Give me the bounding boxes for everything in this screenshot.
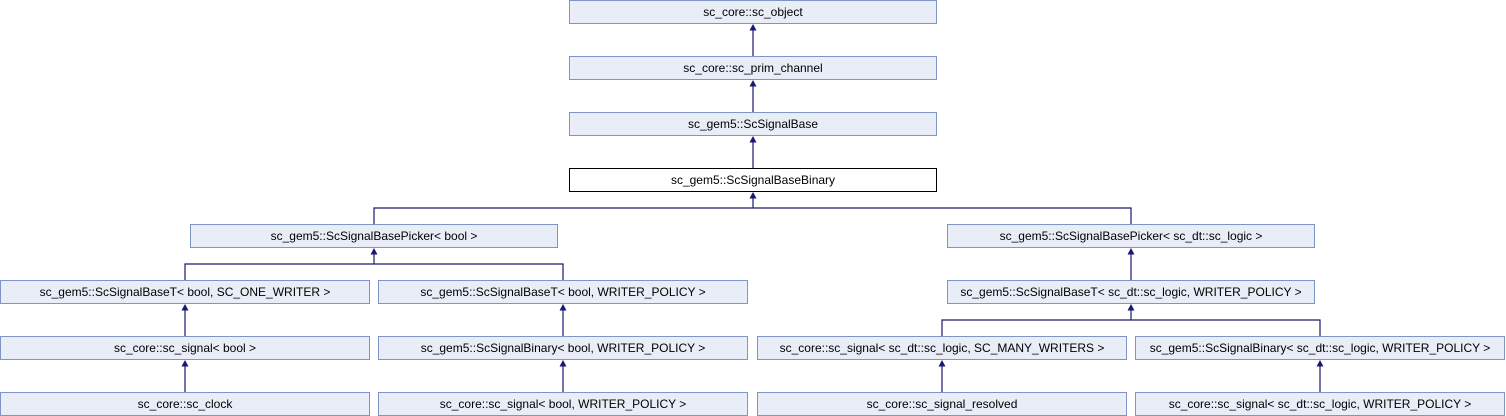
edge-fork-baset-bool-to-picker-bool [184, 253, 564, 280]
edge-arrowheads [181, 24, 1324, 367]
node-sc-gem5-scsignalbaset-bool-sc-one-writer[interactable]: sc_gem5::ScSignalBaseT< bool, SC_ONE_WRI… [0, 280, 370, 304]
node-sc-core-sc-signal-sc-logic-writer-policy[interactable]: sc_core::sc_signal< sc_dt::sc_logic, WRI… [1135, 392, 1505, 416]
node-sc-gem5-scsignalbasepicker-sc-logic[interactable]: sc_gem5::ScSignalBasePicker< sc_dt::sc_l… [947, 224, 1315, 248]
node-sc-core-sc-prim-channel[interactable]: sc_core::sc_prim_channel [569, 56, 937, 80]
edge-fork-children-to-baset-logic-wp [941, 309, 1321, 336]
node-sc-gem5-scsignalbinary-bool-writer-policy[interactable]: sc_gem5::ScSignalBinary< bool, WRITER_PO… [378, 336, 748, 360]
node-sc-core-sc-signal-resolved[interactable]: sc_core::sc_signal_resolved [757, 392, 1127, 416]
node-sc-gem5-scsignalbaset-sc-logic-writer-policy[interactable]: sc_gem5::ScSignalBaseT< sc_dt::sc_logic,… [947, 280, 1315, 304]
edge-fork-pickers-to-scsignalbasebinary [373, 197, 1132, 224]
node-sc-gem5-scsignalbasepicker-bool[interactable]: sc_gem5::ScSignalBasePicker< bool > [190, 224, 558, 248]
node-sc-gem5-scsignalbasebinary-current: sc_gem5::ScSignalBaseBinary [569, 168, 937, 192]
node-sc-gem5-scsignalbaset-bool-writer-policy[interactable]: sc_gem5::ScSignalBaseT< bool, WRITER_POL… [378, 280, 748, 304]
node-sc-core-sc-clock[interactable]: sc_core::sc_clock [0, 392, 370, 416]
node-sc-core-sc-signal-sc-logic-sc-many-writers[interactable]: sc_core::sc_signal< sc_dt::sc_logic, SC_… [757, 336, 1127, 360]
node-sc-gem5-scsignalbinary-sc-logic-writer-policy[interactable]: sc_gem5::ScSignalBinary< sc_dt::sc_logic… [1135, 336, 1505, 360]
node-sc-core-sc-object[interactable]: sc_core::sc_object [569, 0, 937, 24]
node-sc-gem5-scsignalbase[interactable]: sc_gem5::ScSignalBase [569, 112, 937, 136]
node-sc-core-sc-signal-bool[interactable]: sc_core::sc_signal< bool > [0, 336, 370, 360]
node-sc-core-sc-signal-bool-writer-policy[interactable]: sc_core::sc_signal< bool, WRITER_POLICY … [378, 392, 748, 416]
